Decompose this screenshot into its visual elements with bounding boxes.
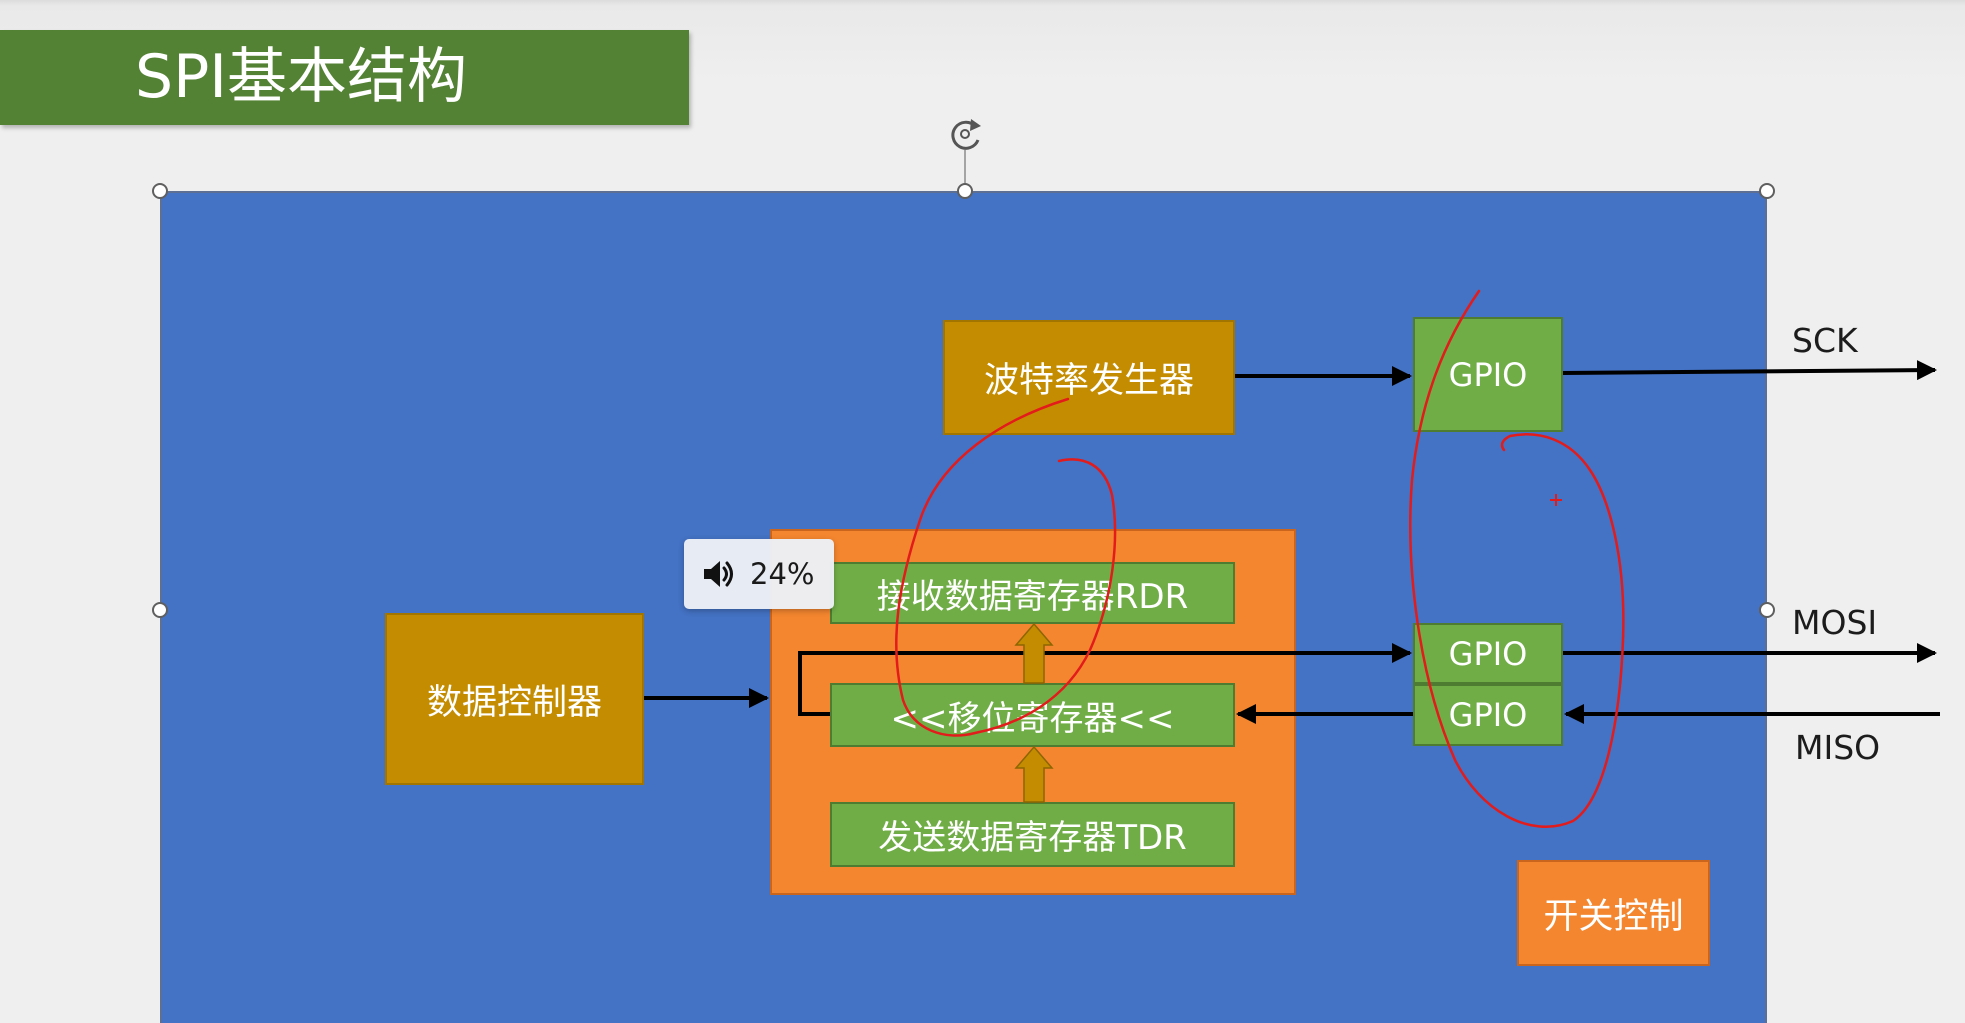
- resize-handle-top[interactable]: [957, 183, 973, 199]
- resize-handle-left[interactable]: [152, 602, 168, 618]
- sck-label: SCK: [1792, 321, 1858, 360]
- resize-handle-top-left[interactable]: [152, 183, 168, 199]
- annotation-circle-shift-register: [895, 397, 1117, 737]
- resize-handle-right[interactable]: [1759, 602, 1775, 618]
- gpio-mosi-block[interactable]: GPIO: [1413, 623, 1563, 684]
- connector-lines: [644, 360, 1940, 724]
- tdr-block[interactable]: 发送数据寄存器TDR: [830, 802, 1235, 867]
- slide-title-banner[interactable]: SPI基本结构: [0, 30, 689, 125]
- rotate-icon[interactable]: [951, 119, 981, 150]
- annotation-circle-gpio: [1409, 289, 1625, 828]
- resize-handle-top-right[interactable]: [1759, 183, 1775, 199]
- baud-rate-generator-label: 波特率发生器: [983, 361, 1194, 401]
- shift-to-mosi-arrow: [798, 643, 1412, 716]
- gpio-miso-label: GPIO: [1448, 696, 1528, 734]
- shift-register-block[interactable]: <<移位寄存器<<: [830, 683, 1235, 747]
- tdr-label: 发送数据寄存器TDR: [878, 818, 1187, 858]
- gpio-sck-label: GPIO: [1448, 355, 1528, 394]
- shift-to-rdr-arrow: [1014, 622, 1054, 684]
- data-controller-label: 数据控制器: [426, 682, 602, 723]
- mosi-label: MOSI: [1792, 603, 1878, 642]
- cursor-crosshair-icon: [1550, 494, 1562, 506]
- data-controller-block[interactable]: 数据控制器: [385, 613, 644, 785]
- miso-label: MISO: [1795, 728, 1881, 767]
- tdr-to-shift-arrow: [1014, 745, 1054, 803]
- sck-output-arrow: [1562, 360, 1937, 381]
- speaker-icon: [704, 561, 733, 587]
- switch-control-block[interactable]: 开关控制: [1517, 860, 1710, 966]
- volume-osd: 24%: [684, 539, 834, 609]
- slide-title: SPI基本结构: [135, 42, 467, 112]
- switch-control-label: 开关控制: [1543, 896, 1684, 937]
- baud-rate-generator-block[interactable]: 波特率发生器: [943, 320, 1235, 435]
- gpio-mosi-label: GPIO: [1448, 634, 1528, 673]
- volume-level: 24%: [750, 557, 815, 591]
- gpio-sck-block[interactable]: GPIO: [1413, 317, 1563, 432]
- rdr-label: 接收数据寄存器RDR: [876, 576, 1189, 617]
